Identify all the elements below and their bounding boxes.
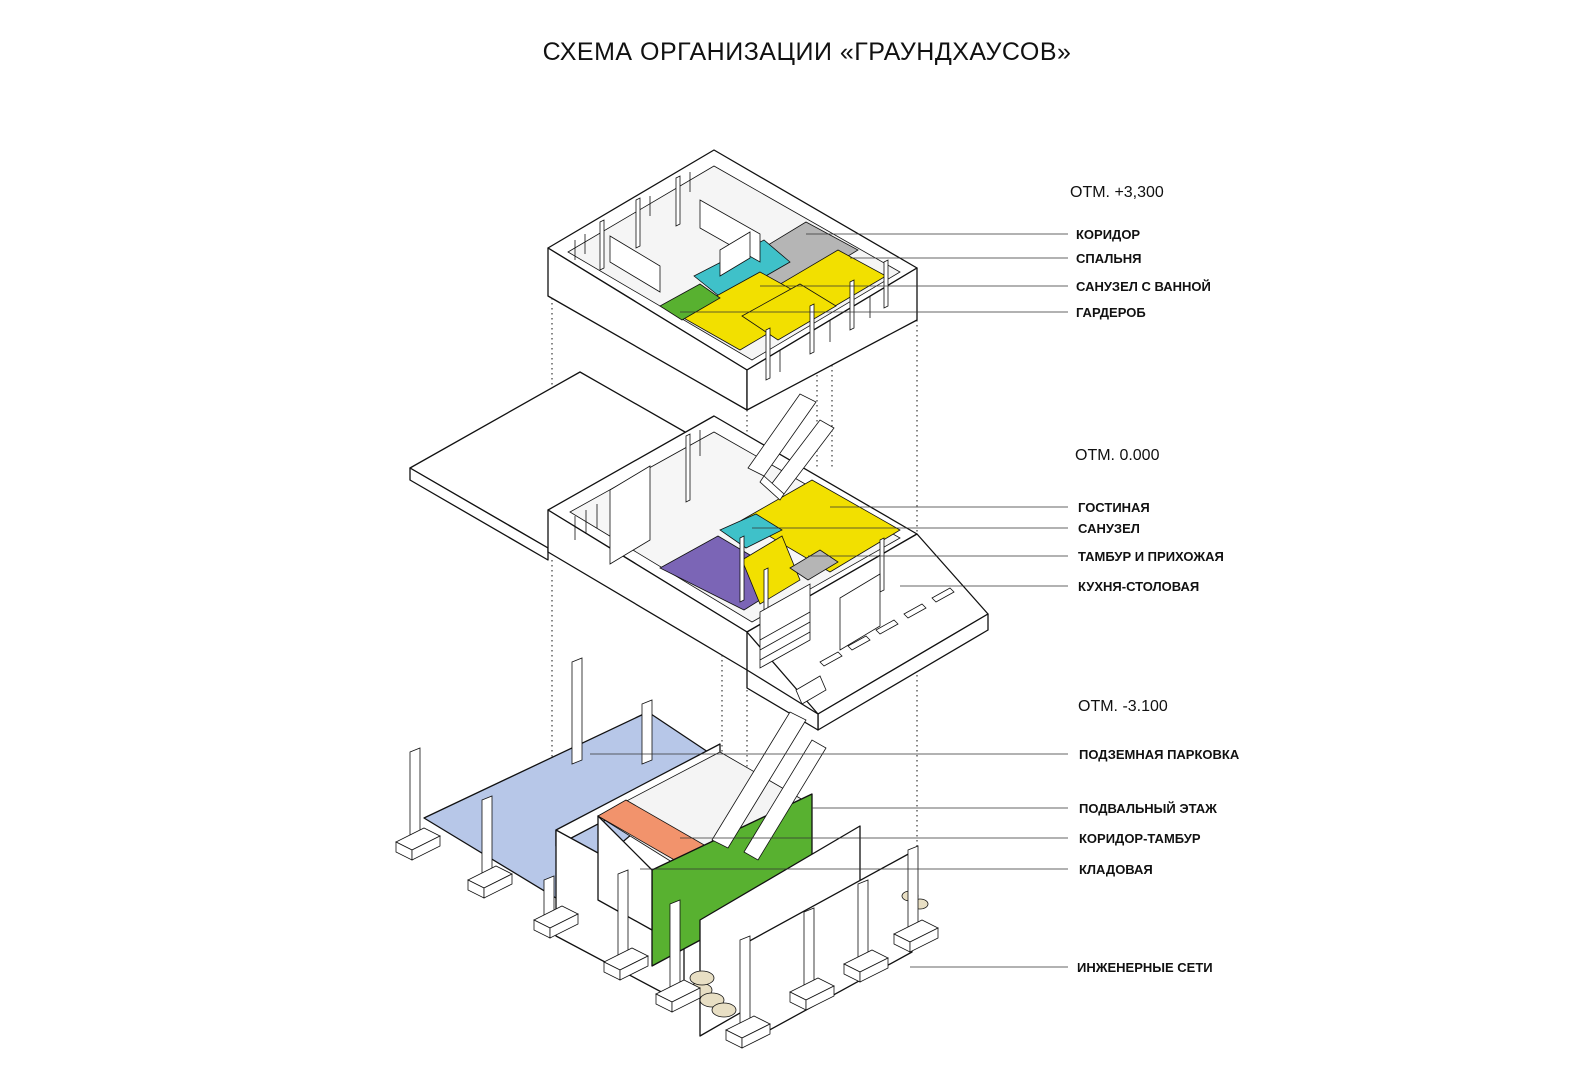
staircase-icon	[711, 711, 827, 861]
label-storage: КЛАДОВАЯ	[1079, 862, 1153, 877]
elevation-top: ОТМ. +3,300	[1070, 184, 1164, 201]
label-wc: САНУЗЕЛ	[1078, 521, 1140, 536]
level-top-drawing	[547, 149, 918, 411]
label-living-room: ГОСТИНАЯ	[1078, 500, 1150, 515]
label-utility-networks: ИНЖЕНЕРНЫЕ СЕТИ	[1077, 960, 1213, 975]
labels-middle: ГОСТИНАЯ САНУЗЕЛ ТАМБУР И ПРИХОЖАЯ КУХНЯ…	[1078, 500, 1224, 594]
wardrobe-fill	[659, 283, 721, 321]
labels-top: КОРИДОР СПАЛЬНЯ САНУЗЕЛ С ВАННОЙ ГАРДЕРО…	[1076, 227, 1211, 320]
label-corridor: КОРИДОР	[1076, 227, 1140, 242]
level-middle-drawing	[409, 371, 989, 731]
pile-foundation-icon	[395, 657, 939, 1049]
label-vestibule-hallway: ТАМБУР И ПРИХОЖАЯ	[1078, 549, 1224, 564]
page-title: СХЕМА ОРГАНИЗАЦИИ «ГРАУНДХАУСОВ»	[543, 38, 1072, 66]
label-basement-floor: ПОДВАЛЬНЫЙ ЭТАЖ	[1079, 801, 1217, 816]
living-fill	[741, 479, 901, 573]
label-bathroom-with-tub: САНУЗЕЛ С ВАННОЙ	[1076, 279, 1211, 294]
label-wardrobe: ГАРДЕРОБ	[1076, 305, 1146, 320]
label-corridor-vestibule: КОРИДОР-ТАМБУР	[1079, 831, 1201, 846]
label-bedroom: СПАЛЬНЯ	[1076, 251, 1141, 266]
staircase-icon	[747, 393, 835, 501]
label-underground-parking: ПОДЗЕМНАЯ ПАРКОВКА	[1079, 747, 1240, 762]
elevation-middle: ОТМ. 0.000	[1075, 447, 1160, 464]
label-kitchen-dining: КУХНЯ-СТОЛОВАЯ	[1078, 579, 1199, 594]
living-fill-2	[741, 535, 801, 605]
labels-bottom: ПОДЗЕМНАЯ ПАРКОВКА ПОДВАЛЬНЫЙ ЭТАЖ КОРИД…	[1077, 747, 1240, 975]
elevation-bottom: ОТМ. -3.100	[1078, 698, 1168, 715]
leader-lines	[590, 233, 1068, 968]
level-bottom-drawing	[395, 657, 939, 1049]
wc-fill	[719, 513, 783, 549]
